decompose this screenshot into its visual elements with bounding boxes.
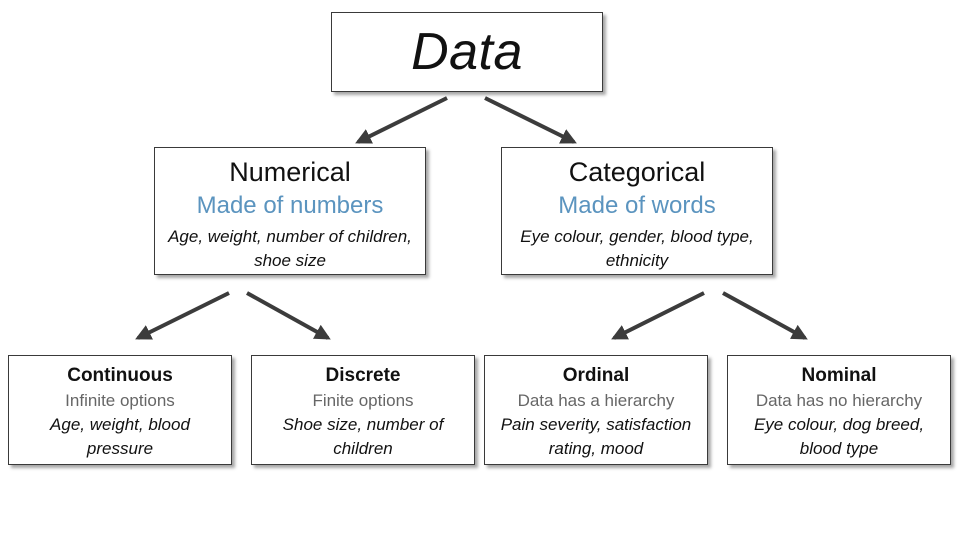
arrow-data-to-numerical — [355, 96, 448, 144]
continuous-node: Continuous Infinite options Age, weight,… — [8, 355, 232, 465]
ordinal-node: Ordinal Data has a hierarchy Pain severi… — [484, 355, 708, 465]
numerical-node-title: Numerical — [229, 157, 351, 187]
arrow-categorical-to-ordinal — [611, 291, 705, 340]
categorical-node: Categorical Made of words Eye colour, ge… — [501, 147, 773, 275]
arrow-categorical-to-nominal — [722, 291, 808, 340]
nominal-node-examples: Eye colour, dog breed, blood type — [753, 415, 925, 458]
arrow-numerical-to-continuous — [135, 291, 230, 340]
nominal-node-subtitle: Data has no hierarchy — [755, 391, 923, 410]
discrete-node: Discrete Finite options Shoe size, numbe… — [251, 355, 475, 465]
numerical-node-examples: Age, weight, number of children, shoe si… — [168, 227, 412, 270]
numerical-node: Numerical Made of numbers Age, weight, n… — [154, 147, 426, 275]
discrete-node-examples: Shoe size, number of children — [282, 415, 444, 458]
data-node: Data — [331, 12, 603, 92]
categorical-node-subtitle: Made of words — [558, 192, 716, 219]
arrow-numerical-to-discrete — [246, 291, 331, 340]
discrete-node-subtitle: Finite options — [312, 391, 414, 410]
arrow-data-to-categorical — [484, 96, 577, 144]
continuous-node-subtitle: Infinite options — [65, 391, 175, 410]
ordinal-node-examples: Pain severity, satisfaction rating, mood — [500, 415, 692, 458]
nominal-node: Nominal Data has no hierarchy Eye colour… — [727, 355, 951, 465]
discrete-node-title: Discrete — [325, 365, 401, 386]
continuous-node-title: Continuous — [67, 365, 173, 386]
continuous-node-examples: Age, weight, blood pressure — [50, 415, 190, 458]
categorical-node-examples: Eye colour, gender, blood type, ethnicit… — [520, 227, 754, 270]
data-node-title: Data — [411, 23, 523, 81]
categorical-node-title: Categorical — [568, 157, 706, 187]
ordinal-node-subtitle: Data has a hierarchy — [517, 391, 675, 410]
numerical-node-subtitle: Made of numbers — [196, 192, 384, 219]
ordinal-node-title: Ordinal — [562, 365, 630, 386]
nominal-node-title: Nominal — [801, 365, 877, 386]
